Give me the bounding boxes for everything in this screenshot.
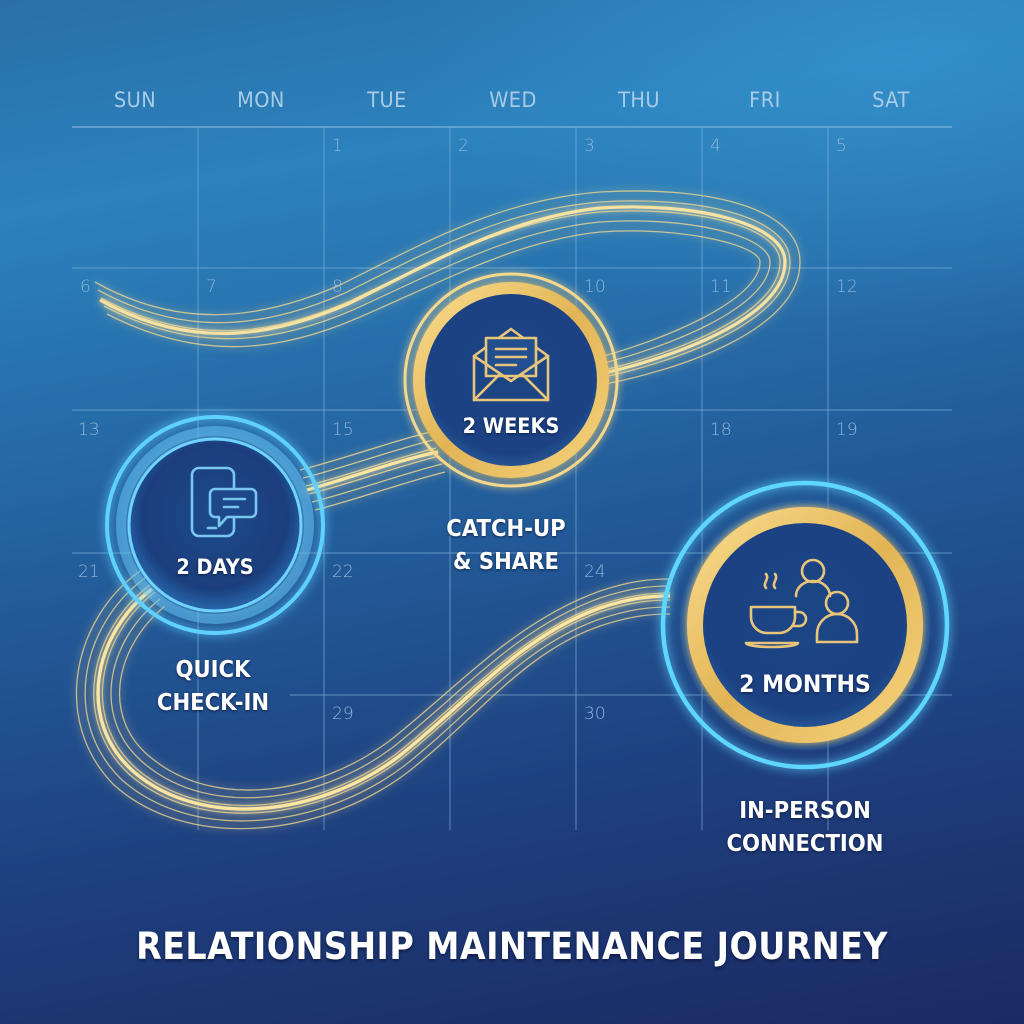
milestone-circle-2-weeks [403,272,619,488]
day-name-mon: MON [237,88,285,112]
date-cell: 5 [836,136,847,156]
interval-2-weeks: 2 WEEKS [462,414,560,438]
open-envelope-icon [472,327,550,402]
page-title: RELATIONSHIP MAINTENANCE JOURNEY [136,925,888,968]
day-name-wed: WED [489,88,537,112]
interval-2-days: 2 DAYS [176,555,254,579]
date-cell: 15 [332,420,354,440]
date-cell: 19 [836,420,858,440]
date-cell: 3 [584,136,595,156]
date-cell: 6 [80,277,91,297]
label-in-person-connection: IN-PERSON CONNECTION [711,795,899,861]
date-cell: 7 [206,277,217,297]
date-cell: 22 [332,562,354,582]
coffee-people-icon [744,558,859,649]
day-name-sun: SUN [113,88,157,112]
date-cell: 1 [332,136,343,156]
date-cell: 8 [332,277,343,297]
interval-2-months: 2 MONTHS [739,670,871,698]
label-line: CHECK-IN [156,690,270,716]
date-cell: 21 [78,562,100,582]
date-cell: 2 [458,136,469,156]
label-line: CATCH-UP [446,516,566,542]
label-line: CONNECTION [726,831,884,857]
date-cell: 18 [710,420,732,440]
date-cell: 13 [78,420,100,440]
day-name-thu: THU [618,88,660,112]
label-catch-up-share: CATCH-UP & SHARE [414,513,598,579]
date-cell: 24 [584,562,606,582]
day-name-fri: FRI [749,88,781,112]
label-line: IN-PERSON [739,798,871,824]
day-name-tue: TUE [367,88,407,112]
date-cell: 10 [584,277,606,297]
day-name-sat: SAT [872,88,910,112]
journey-path [75,190,801,830]
label-line: QUICK [175,657,251,683]
date-cell: 11 [710,277,732,297]
milestone-circle-2-months [660,480,950,770]
smartphone-chat-icon [190,466,258,538]
date-cell: 12 [836,277,858,297]
date-cell: 4 [710,136,721,156]
label-line: & SHARE [453,549,559,575]
milestone-circle-2-days [105,415,325,635]
date-cell: 30 [584,704,606,724]
label-quick-check-in: QUICK CHECK-IN [121,654,305,720]
date-cell: 29 [332,704,354,724]
